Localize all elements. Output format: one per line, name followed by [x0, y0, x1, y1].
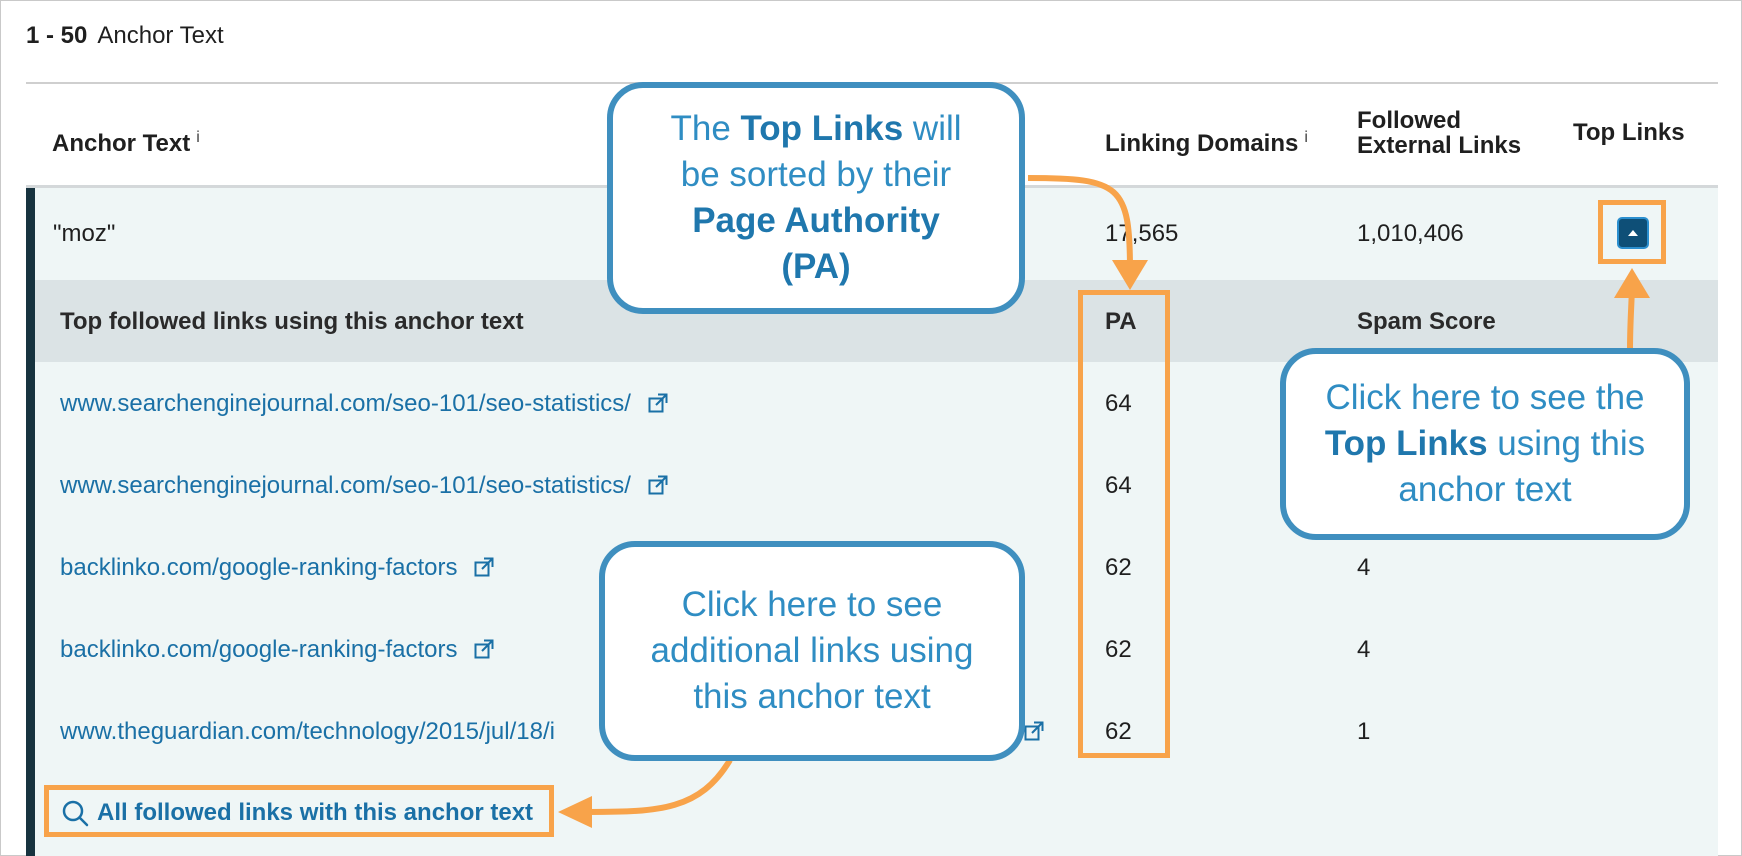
section-title: 1 - 50 Anchor Text	[26, 22, 224, 50]
column-header-followed-line1: Followed	[1357, 107, 1461, 134]
top-link-url[interactable]: backlinko.com/google-ranking-factors	[60, 554, 458, 581]
column-header-followed-line2: External Links	[1357, 132, 1522, 159]
column-header-followed-external-links[interactable]: Followed External Links	[1357, 108, 1521, 158]
followed-external-links-value: 1,010,406	[1357, 220, 1464, 247]
subheader-pa[interactable]: PA	[1105, 308, 1137, 335]
pa-value: 64	[1105, 390, 1132, 417]
callout-text: Click here to see the	[1325, 378, 1645, 417]
callout-text: The	[670, 109, 741, 148]
anchor-text-value: "moz"	[53, 220, 116, 247]
callout-bold-text: Top Links	[1324, 424, 1488, 463]
spam-score-value: 1	[1357, 718, 1371, 745]
top-link-row-2[interactable]: www.searchenginejournal.com/seo-101/seo-…	[60, 472, 668, 500]
section-label: Anchor Text	[97, 22, 224, 49]
column-header-linking-domains-label: Linking Domains	[1105, 130, 1299, 157]
top-link-url[interactable]: www.searchenginejournal.com/seo-101/seo-…	[60, 390, 631, 417]
callout-text: using this anchor text	[1398, 424, 1646, 509]
callout-text: Click here to see additional links using…	[650, 585, 974, 716]
all-followed-links-button[interactable]: All followed links with this anchor text	[44, 785, 554, 837]
pa-value: 64	[1105, 472, 1132, 499]
expanded-row-indicator	[26, 188, 35, 856]
callout-bold-text: Page Authority (PA)	[692, 201, 940, 286]
search-icon	[62, 800, 89, 827]
column-header-top-links[interactable]: Top Links	[1573, 119, 1685, 146]
column-header-anchor-text[interactable]: Anchor Text i	[52, 125, 200, 156]
caret-up-icon	[1628, 230, 1638, 236]
external-link-icon[interactable]	[648, 393, 668, 413]
top-links-toggle-highlight	[1598, 200, 1666, 264]
info-icon[interactable]: i	[196, 129, 200, 146]
external-link-icon[interactable]	[474, 639, 494, 659]
subheader-spam-score[interactable]: Spam Score	[1357, 308, 1496, 335]
callout-click-top-links: Click here to see the Top Links using th…	[1280, 348, 1690, 540]
pa-value: 62	[1105, 718, 1132, 745]
column-header-anchor-text-label: Anchor Text	[52, 130, 191, 157]
callout-sorted-by-pa: The Top Links will be sorted by their Pa…	[607, 82, 1025, 314]
pa-value: 62	[1105, 636, 1132, 663]
top-link-url[interactable]: www.theguardian.com/technology/2015/jul/…	[60, 718, 555, 745]
top-links-toggle-button[interactable]	[1617, 217, 1649, 249]
pa-column-highlight	[1078, 290, 1170, 758]
callout-click-additional-links: Click here to see additional links using…	[599, 541, 1025, 761]
external-link-icon[interactable]	[648, 475, 668, 495]
spam-score-value: 4	[1357, 554, 1371, 581]
top-link-row-5[interactable]: www.theguardian.com/technology/2015/jul/…	[60, 718, 555, 746]
all-followed-links-label: All followed links with this anchor text	[97, 799, 534, 826]
callout-text: will be sorted by their	[680, 109, 962, 194]
pa-value: 62	[1105, 554, 1132, 581]
callout-bold-text: Top Links	[740, 109, 904, 148]
external-link-icon[interactable]	[1024, 721, 1044, 741]
top-link-row-3[interactable]: backlinko.com/google-ranking-factors	[60, 554, 494, 582]
linking-domains-value: 17,565	[1105, 220, 1179, 247]
subheader-title: Top followed links using this anchor tex…	[60, 308, 524, 335]
spam-score-value: 4	[1357, 636, 1371, 663]
result-range: 1 - 50	[26, 22, 88, 49]
top-link-url[interactable]: www.searchenginejournal.com/seo-101/seo-…	[60, 472, 631, 499]
top-link-url[interactable]: backlinko.com/google-ranking-factors	[60, 636, 458, 663]
column-header-linking-domains[interactable]: Linking Domains i	[1105, 125, 1308, 156]
external-link-icon[interactable]	[474, 557, 494, 577]
top-link-row-1[interactable]: www.searchenginejournal.com/seo-101/seo-…	[60, 390, 668, 418]
info-icon[interactable]: i	[1304, 129, 1308, 146]
top-link-row-4[interactable]: backlinko.com/google-ranking-factors	[60, 636, 494, 664]
